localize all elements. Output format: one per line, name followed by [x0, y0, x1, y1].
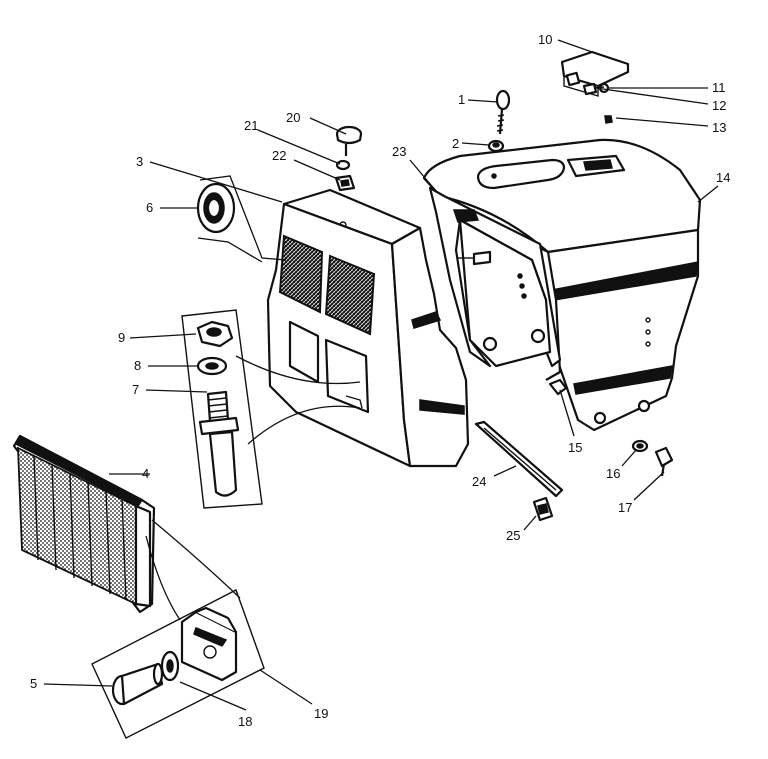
part-18-washer: [160, 650, 180, 682]
callout-1: 1: [458, 92, 465, 107]
part-22-clip: [334, 174, 356, 192]
callout-14: 14: [716, 170, 730, 185]
inset-guide-7: [235, 355, 361, 385]
callout-20: 20: [286, 110, 300, 125]
part-7-stud: [198, 390, 240, 497]
inset-guide-4: [145, 535, 181, 621]
inset-box-5-18-19: [91, 589, 265, 739]
inset-guide-6: [199, 175, 287, 261]
inset-guide-6b: [197, 237, 263, 263]
callout-24: 24: [472, 474, 486, 489]
part-2-nut: [487, 139, 505, 153]
part-17-bolt: [654, 446, 674, 477]
part-1-eye-bolt: [495, 89, 511, 135]
inset-box-7-9: [181, 309, 263, 509]
callout-4: 4: [142, 466, 149, 481]
part-16-nut: [631, 439, 649, 453]
callout-13: 13: [712, 120, 726, 135]
part-6-grommet: [196, 182, 236, 234]
callout-12: 12: [712, 98, 726, 113]
leader-lines: [43, 39, 719, 711]
callout-25: 25: [506, 528, 520, 543]
callout-3: 3: [136, 154, 143, 169]
part-24-strip: [474, 420, 564, 498]
part-5-pin: [111, 662, 164, 706]
part-11-screw: [598, 82, 610, 94]
part-10-cover-plate: [560, 50, 630, 97]
part-15-bolt: [548, 378, 568, 396]
callout-11: 11: [712, 80, 726, 95]
callout-15: 15: [568, 440, 582, 455]
callout-19: 19: [314, 706, 328, 721]
part-20-knob: [335, 125, 363, 156]
callout-22: 22: [272, 148, 286, 163]
callout-5: 5: [30, 676, 37, 691]
callout-23: 23: [392, 144, 406, 159]
callout-21: 21: [244, 118, 258, 133]
part-3-shroud-housing: [266, 188, 470, 468]
part-9-nut: [196, 320, 234, 348]
part-12-screw: [582, 82, 605, 96]
callout-labels: 1 2 3 4 5 6 7 8 9 10 11 12 13 14 15 16 1…: [30, 32, 730, 729]
part-19-bracket: [180, 606, 238, 682]
callout-18: 18: [238, 714, 252, 729]
inset-guide-7b: [247, 405, 361, 445]
callout-2: 2: [452, 136, 459, 151]
callout-8: 8: [134, 358, 141, 373]
part-25-clip: [532, 496, 554, 522]
callout-7: 7: [132, 382, 139, 397]
part-21-washer: [335, 159, 351, 171]
part-8-lock-washer: [196, 356, 228, 376]
callout-10: 10: [538, 32, 552, 47]
part-4-radiator-grille: [12, 434, 156, 614]
part-23-front-panel: [428, 186, 562, 368]
part-13-nut: [604, 115, 613, 124]
callout-6: 6: [146, 200, 153, 215]
callout-17: 17: [618, 500, 632, 515]
inset-guide-4b: [151, 519, 241, 599]
callout-16: 16: [606, 466, 620, 481]
callout-9: 9: [118, 330, 125, 345]
